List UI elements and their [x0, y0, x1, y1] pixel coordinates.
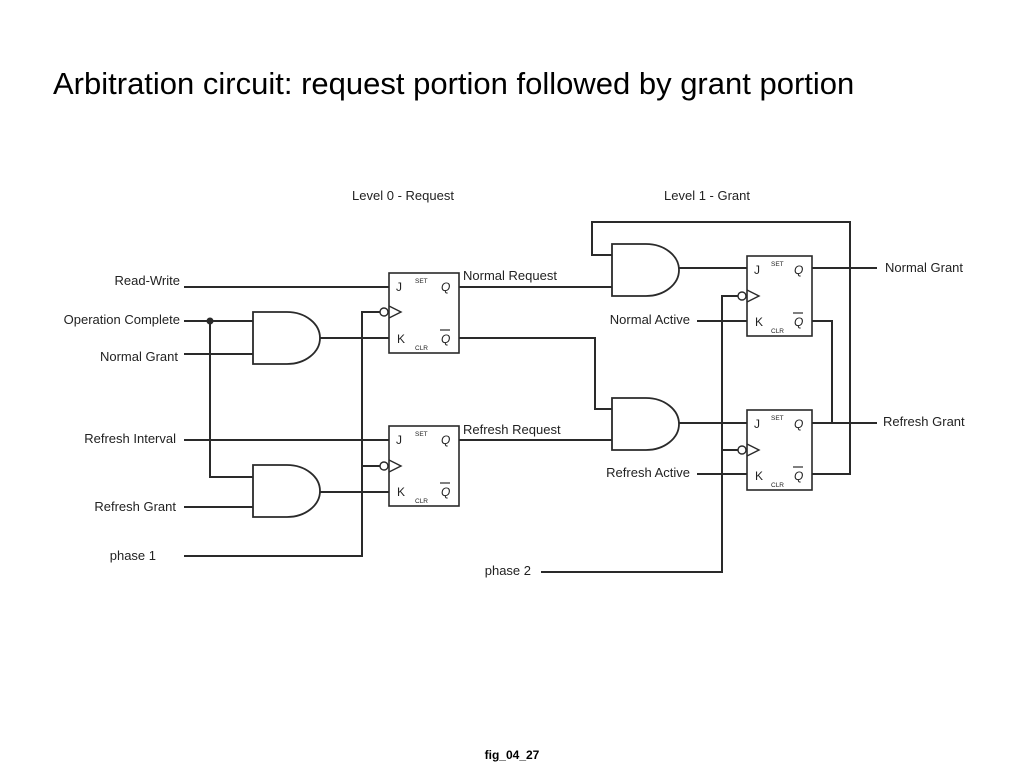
phase2-label: phase 2: [485, 563, 531, 578]
wire-phase1: [184, 311, 380, 557]
wire-feedback-top: [591, 221, 851, 475]
pin-k: K: [397, 332, 405, 346]
figure-caption: fig_04_27: [484, 748, 540, 762]
normal-grant-output-label: Normal Grant: [885, 260, 963, 275]
wire-normal-request-bar: [459, 337, 612, 410]
pin-j: J: [396, 433, 402, 447]
flipflop-normal-grant: J K Q Q SET CLR: [737, 255, 813, 337]
pin-clr: CLR: [771, 482, 784, 489]
pin-q-bar: Q: [441, 332, 450, 346]
pin-set: SET: [771, 261, 784, 268]
pin-q-bar: Q: [441, 485, 450, 499]
wire-phase2: [541, 295, 738, 573]
pin-k: K: [755, 315, 763, 329]
pin-j: J: [754, 417, 760, 431]
pin-k: K: [397, 485, 405, 499]
refresh-request-label: Refresh Request: [463, 422, 561, 437]
and-gate-a: [252, 311, 321, 365]
pin-k: K: [755, 469, 763, 483]
and-gate-b: [252, 464, 321, 518]
level0-request-label: Level 0 - Request: [352, 188, 454, 203]
pin-q-bar: Q: [794, 469, 803, 483]
wire-operation-complete-branch: [209, 321, 253, 478]
refresh-grant-input-label: Refresh Grant: [94, 499, 176, 514]
pin-clr: CLR: [415, 498, 428, 505]
pin-clr: CLR: [415, 345, 428, 352]
phase1-label: phase 1: [110, 548, 156, 563]
pin-j: J: [396, 280, 402, 294]
pin-q: Q: [794, 263, 803, 277]
normal-grant-input-label: Normal Grant: [100, 349, 178, 364]
operation-complete-label: Operation Complete: [64, 312, 180, 327]
pin-set: SET: [415, 278, 428, 285]
pin-j: J: [754, 263, 760, 277]
level1-grant-label: Level 1 - Grant: [664, 188, 750, 203]
pin-q-bar: Q: [794, 315, 803, 329]
flipflop-refresh-grant: J K Q Q SET CLR: [737, 409, 813, 491]
pin-q: Q: [441, 433, 450, 447]
slide-title: Arbitration circuit: request portion fol…: [53, 66, 855, 101]
and-gate-d: [611, 397, 680, 451]
refresh-interval-label: Refresh Interval: [84, 431, 176, 446]
pin-clr: CLR: [771, 328, 784, 335]
normal-request-label: Normal Request: [463, 268, 557, 283]
refresh-grant-output-label: Refresh Grant: [883, 414, 965, 429]
pin-q: Q: [794, 417, 803, 431]
pin-q: Q: [441, 280, 450, 294]
normal-active-label: Normal Active: [610, 312, 690, 327]
pin-set: SET: [771, 415, 784, 422]
refresh-active-label: Refresh Active: [606, 465, 690, 480]
flipflop-refresh-request: J K Q Q SET CLR: [379, 425, 460, 507]
and-gate-c: [611, 243, 680, 297]
pin-set: SET: [415, 431, 428, 438]
flipflop-normal-request: J K Q Q SET CLR: [379, 272, 460, 354]
wire-feedback-ff3: [812, 320, 833, 423]
read-write-label: Read-Write: [114, 273, 180, 288]
